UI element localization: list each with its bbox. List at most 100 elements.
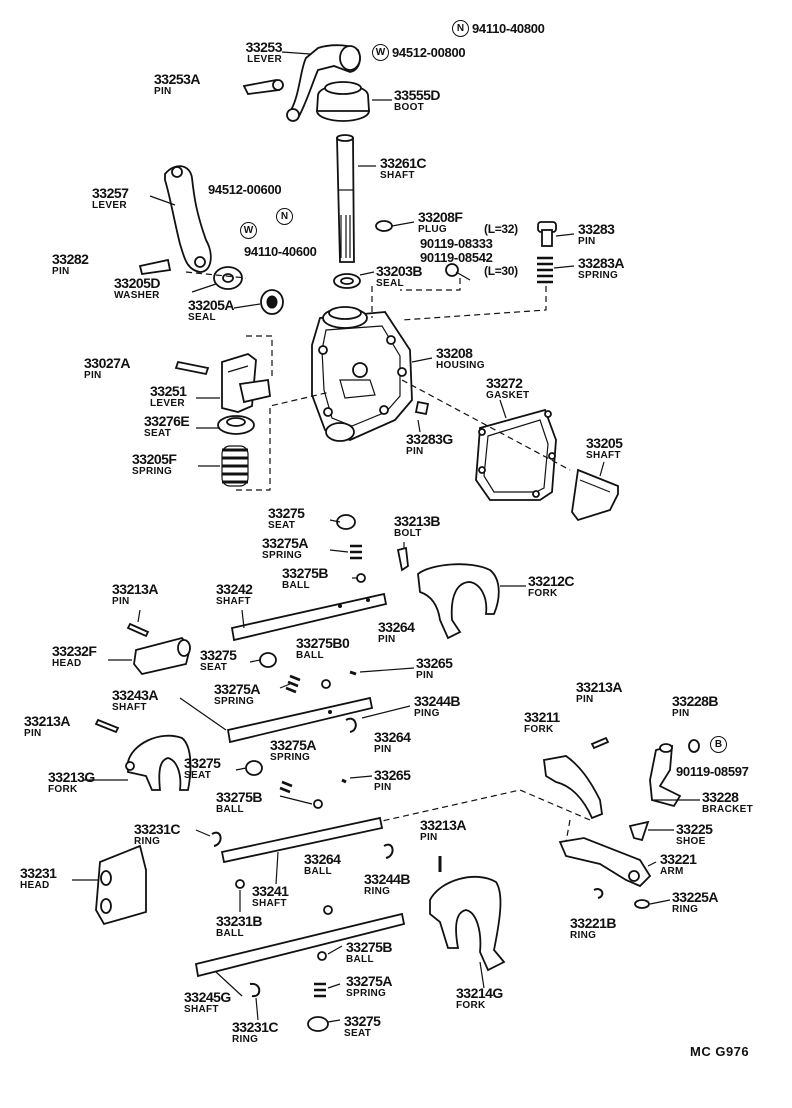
spring-33275a-3 (279, 780, 293, 794)
washer-33205d (213, 266, 243, 290)
ring-33221b (593, 888, 604, 899)
spring-33275a-2 (285, 674, 301, 694)
plug-33208f (375, 220, 393, 232)
lever-33257 (164, 165, 212, 273)
code-94512-00600: 94512-00600 (208, 182, 282, 197)
shaft-33241 (220, 816, 384, 864)
seal-33203b (333, 273, 361, 289)
seal-33205a (260, 289, 284, 315)
bolt-901190 (445, 263, 471, 281)
length-30: (L=30) (484, 264, 518, 278)
pin-33213a-2 (94, 718, 120, 734)
lever-33253 (286, 44, 361, 122)
arm-33221 (558, 837, 652, 888)
pin-33265-1 (349, 670, 357, 676)
pin-33283 (537, 221, 557, 247)
pin-33282 (138, 258, 172, 276)
figure-code: MC G976 (690, 1044, 750, 1059)
code-90119-08597: 90119-08597 (676, 764, 749, 779)
pin-33265-2 (341, 778, 347, 784)
w-marker-mid: W (240, 222, 257, 239)
ring-33225a (634, 899, 650, 909)
ring-33231c-2 (249, 982, 261, 998)
spring-33275a-4 (314, 982, 326, 998)
head-33231 (95, 844, 147, 926)
pin-33228b (688, 739, 700, 753)
shaft-33261c (336, 134, 355, 263)
housing-33208 (311, 306, 413, 442)
ball-33275b-3 (317, 951, 327, 961)
seat-33275-2 (259, 652, 277, 668)
n-marker: N (452, 20, 469, 37)
seat-33275-3 (245, 760, 263, 776)
spring-33275a-1 (350, 544, 362, 560)
boot-33555d (316, 81, 370, 122)
pin-33213a-3 (590, 736, 610, 750)
head-33232f (133, 636, 191, 676)
seat-33276e (217, 415, 255, 435)
gasket-33272 (475, 408, 557, 501)
ball-33275b-2 (313, 799, 323, 809)
length-32: (L=32) (484, 222, 518, 236)
ring-33244b-1 (345, 717, 357, 733)
pin-33027a (174, 360, 210, 376)
ring-33231c-1 (211, 831, 222, 847)
n-marker-mid: N (276, 208, 293, 225)
w-marker: W (372, 44, 389, 61)
fork-33212c (417, 563, 500, 640)
code-90119-08542: 90119-08542 (420, 250, 493, 265)
ring-33244b-2 (383, 843, 394, 859)
ball-33231b (235, 879, 245, 889)
ball-33275b0 (321, 679, 331, 689)
code-94110-40800: 94110-40800 (472, 21, 545, 36)
ball-33264 (323, 905, 333, 915)
fork-33214g (429, 875, 506, 972)
fork-33211 (543, 755, 603, 820)
